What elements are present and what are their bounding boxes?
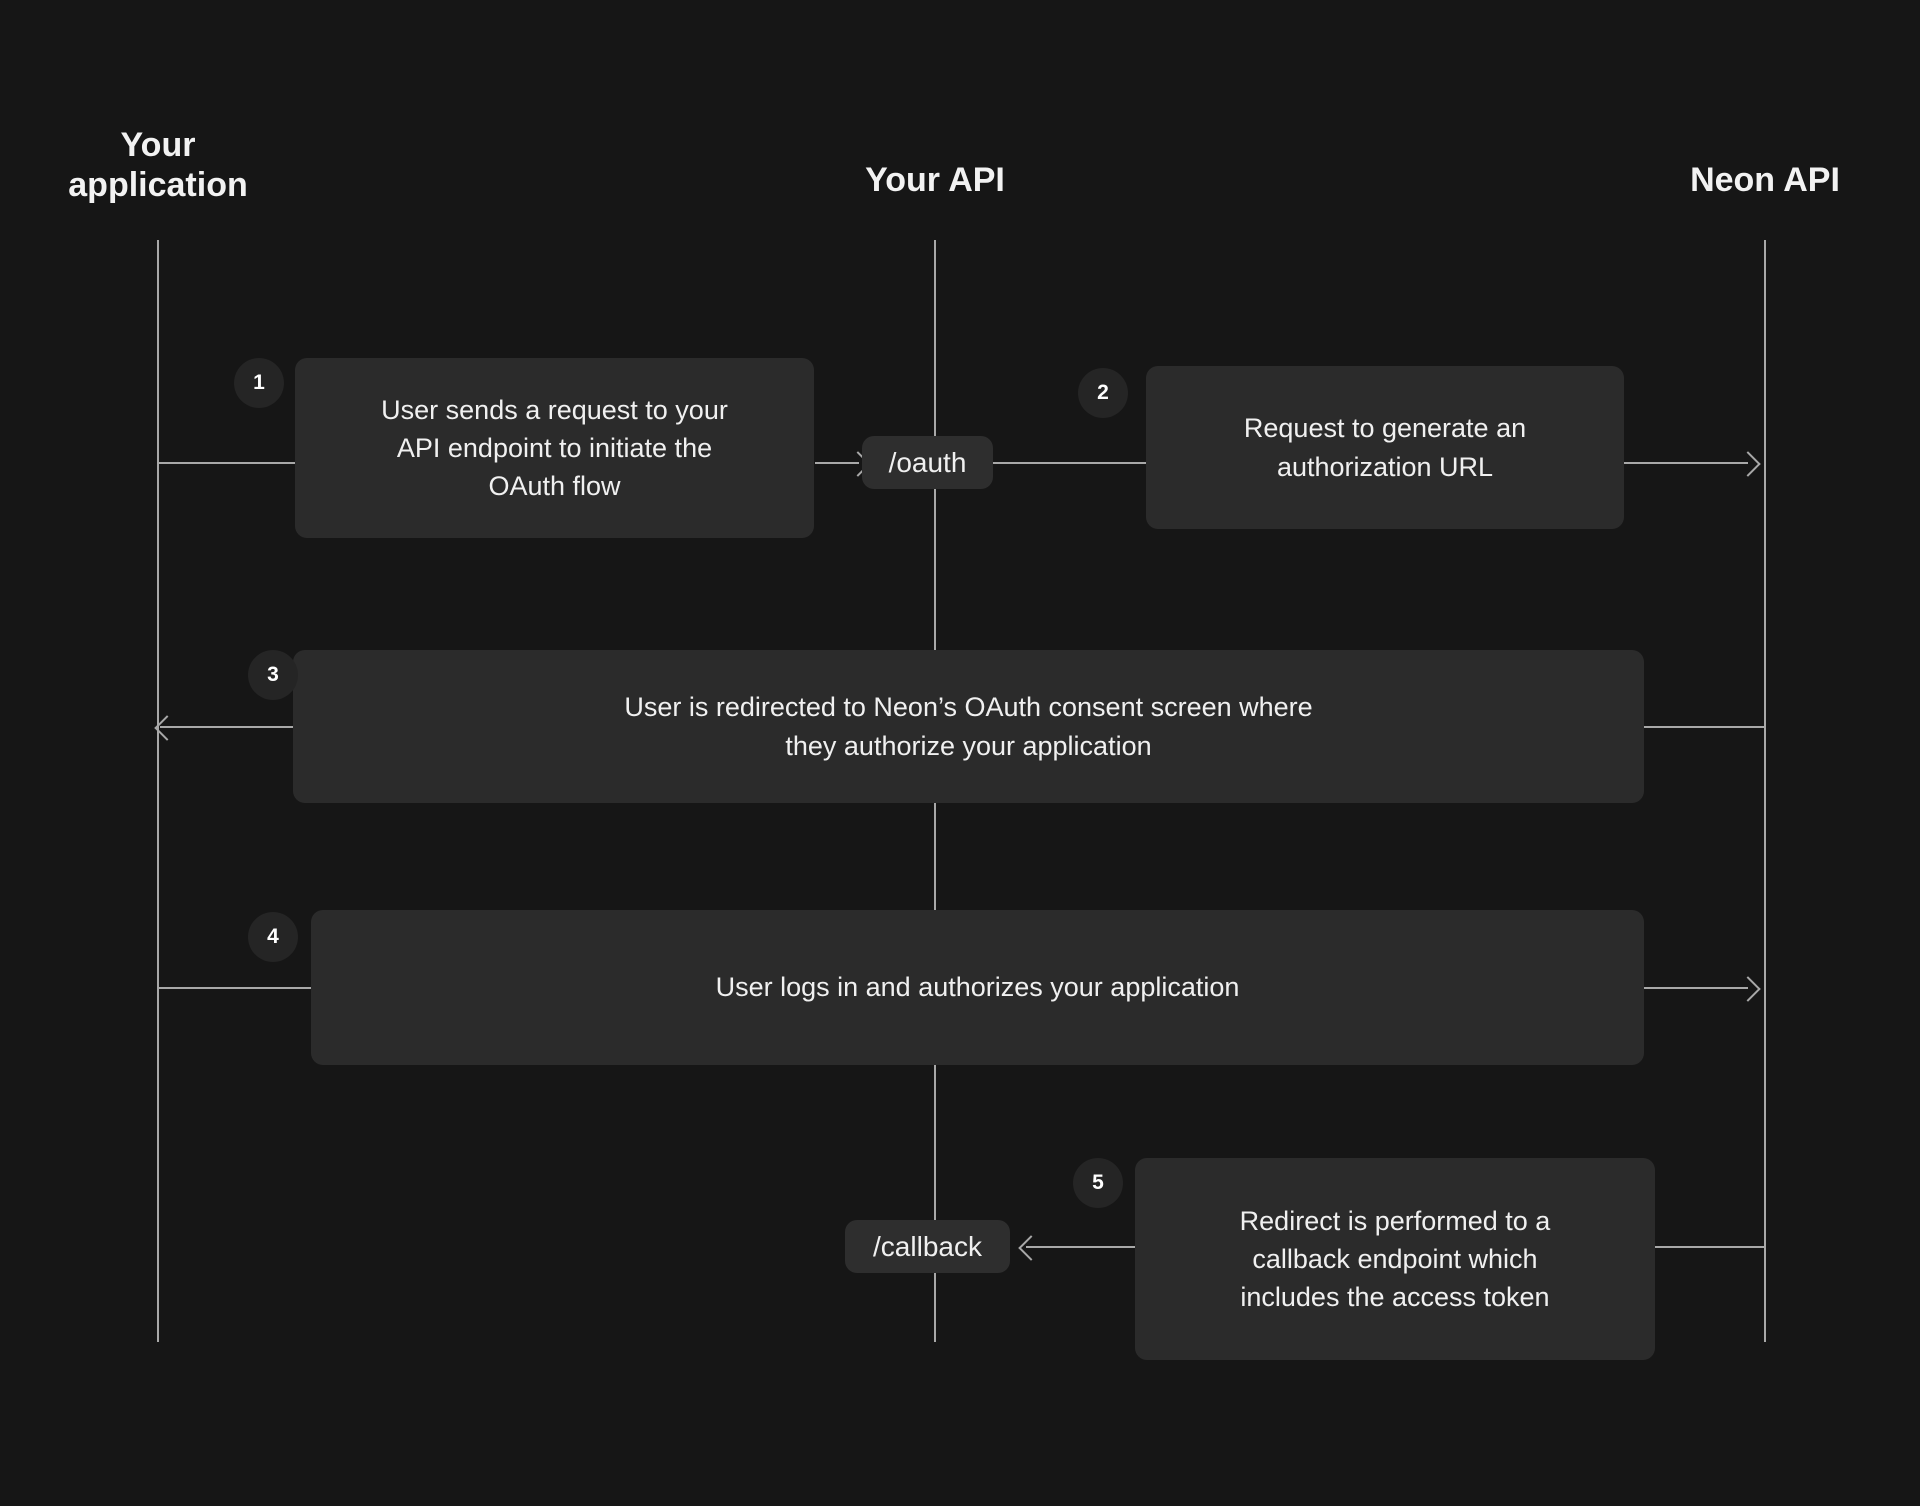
step-badge-3: 3 [248, 650, 298, 700]
connector-step-2-left [993, 462, 1146, 464]
step-badge-5: 5 [1073, 1158, 1123, 1208]
lane-title-your-api: Your API [865, 161, 1005, 199]
step-box-4: User logs in and authorizes your applica… [311, 910, 1644, 1065]
connector-step-1-to-oauth [815, 462, 859, 464]
step-text-5: Redirect is performed to a callback endp… [1239, 1205, 1551, 1313]
step-box-5: Redirect is performed to a callback endp… [1135, 1158, 1655, 1360]
connector-step-5-to-callback [1026, 1246, 1136, 1248]
endpoint-pill-oauth[interactable]: /oauth [862, 436, 993, 489]
step-box-2: Request to generate an authorization URL [1146, 366, 1624, 529]
lane-title-neon-api: Neon API [1690, 161, 1840, 199]
step-badge-4: 4 [248, 912, 298, 962]
step-badge-1: 1 [234, 358, 284, 408]
connector-step-1-left [158, 462, 298, 464]
connector-step-3-left [160, 726, 296, 728]
connector-step-2-right [1624, 462, 1748, 464]
connector-step-4-left [158, 987, 311, 989]
arrow-right-icon-step-4 [1735, 976, 1761, 1002]
lifeline-neon-api [1764, 240, 1766, 1342]
lifeline-your-application [157, 240, 159, 1342]
connector-step-4-right [1644, 987, 1748, 989]
step-text-3: User is redirected to Neon’s OAuth conse… [624, 692, 1313, 761]
step-text-1: User sends a request to your API endpoin… [381, 394, 728, 502]
connector-step-5-right [1655, 1246, 1766, 1248]
connector-step-3-right [1644, 726, 1766, 728]
arrow-left-icon-step-5 [1018, 1235, 1044, 1261]
step-box-3: User is redirected to Neon’s OAuth conse… [293, 650, 1644, 803]
step-text-4: User logs in and authorizes your applica… [715, 972, 1240, 1003]
step-box-1: User sends a request to your API endpoin… [295, 358, 814, 538]
endpoint-pill-callback[interactable]: /callback [845, 1220, 1010, 1273]
step-badge-2: 2 [1078, 368, 1128, 418]
lane-title-your-application: Your application [68, 126, 248, 205]
arrow-right-icon-step-2 [1735, 451, 1761, 477]
step-text-2: Request to generate an authorization URL [1243, 413, 1527, 482]
